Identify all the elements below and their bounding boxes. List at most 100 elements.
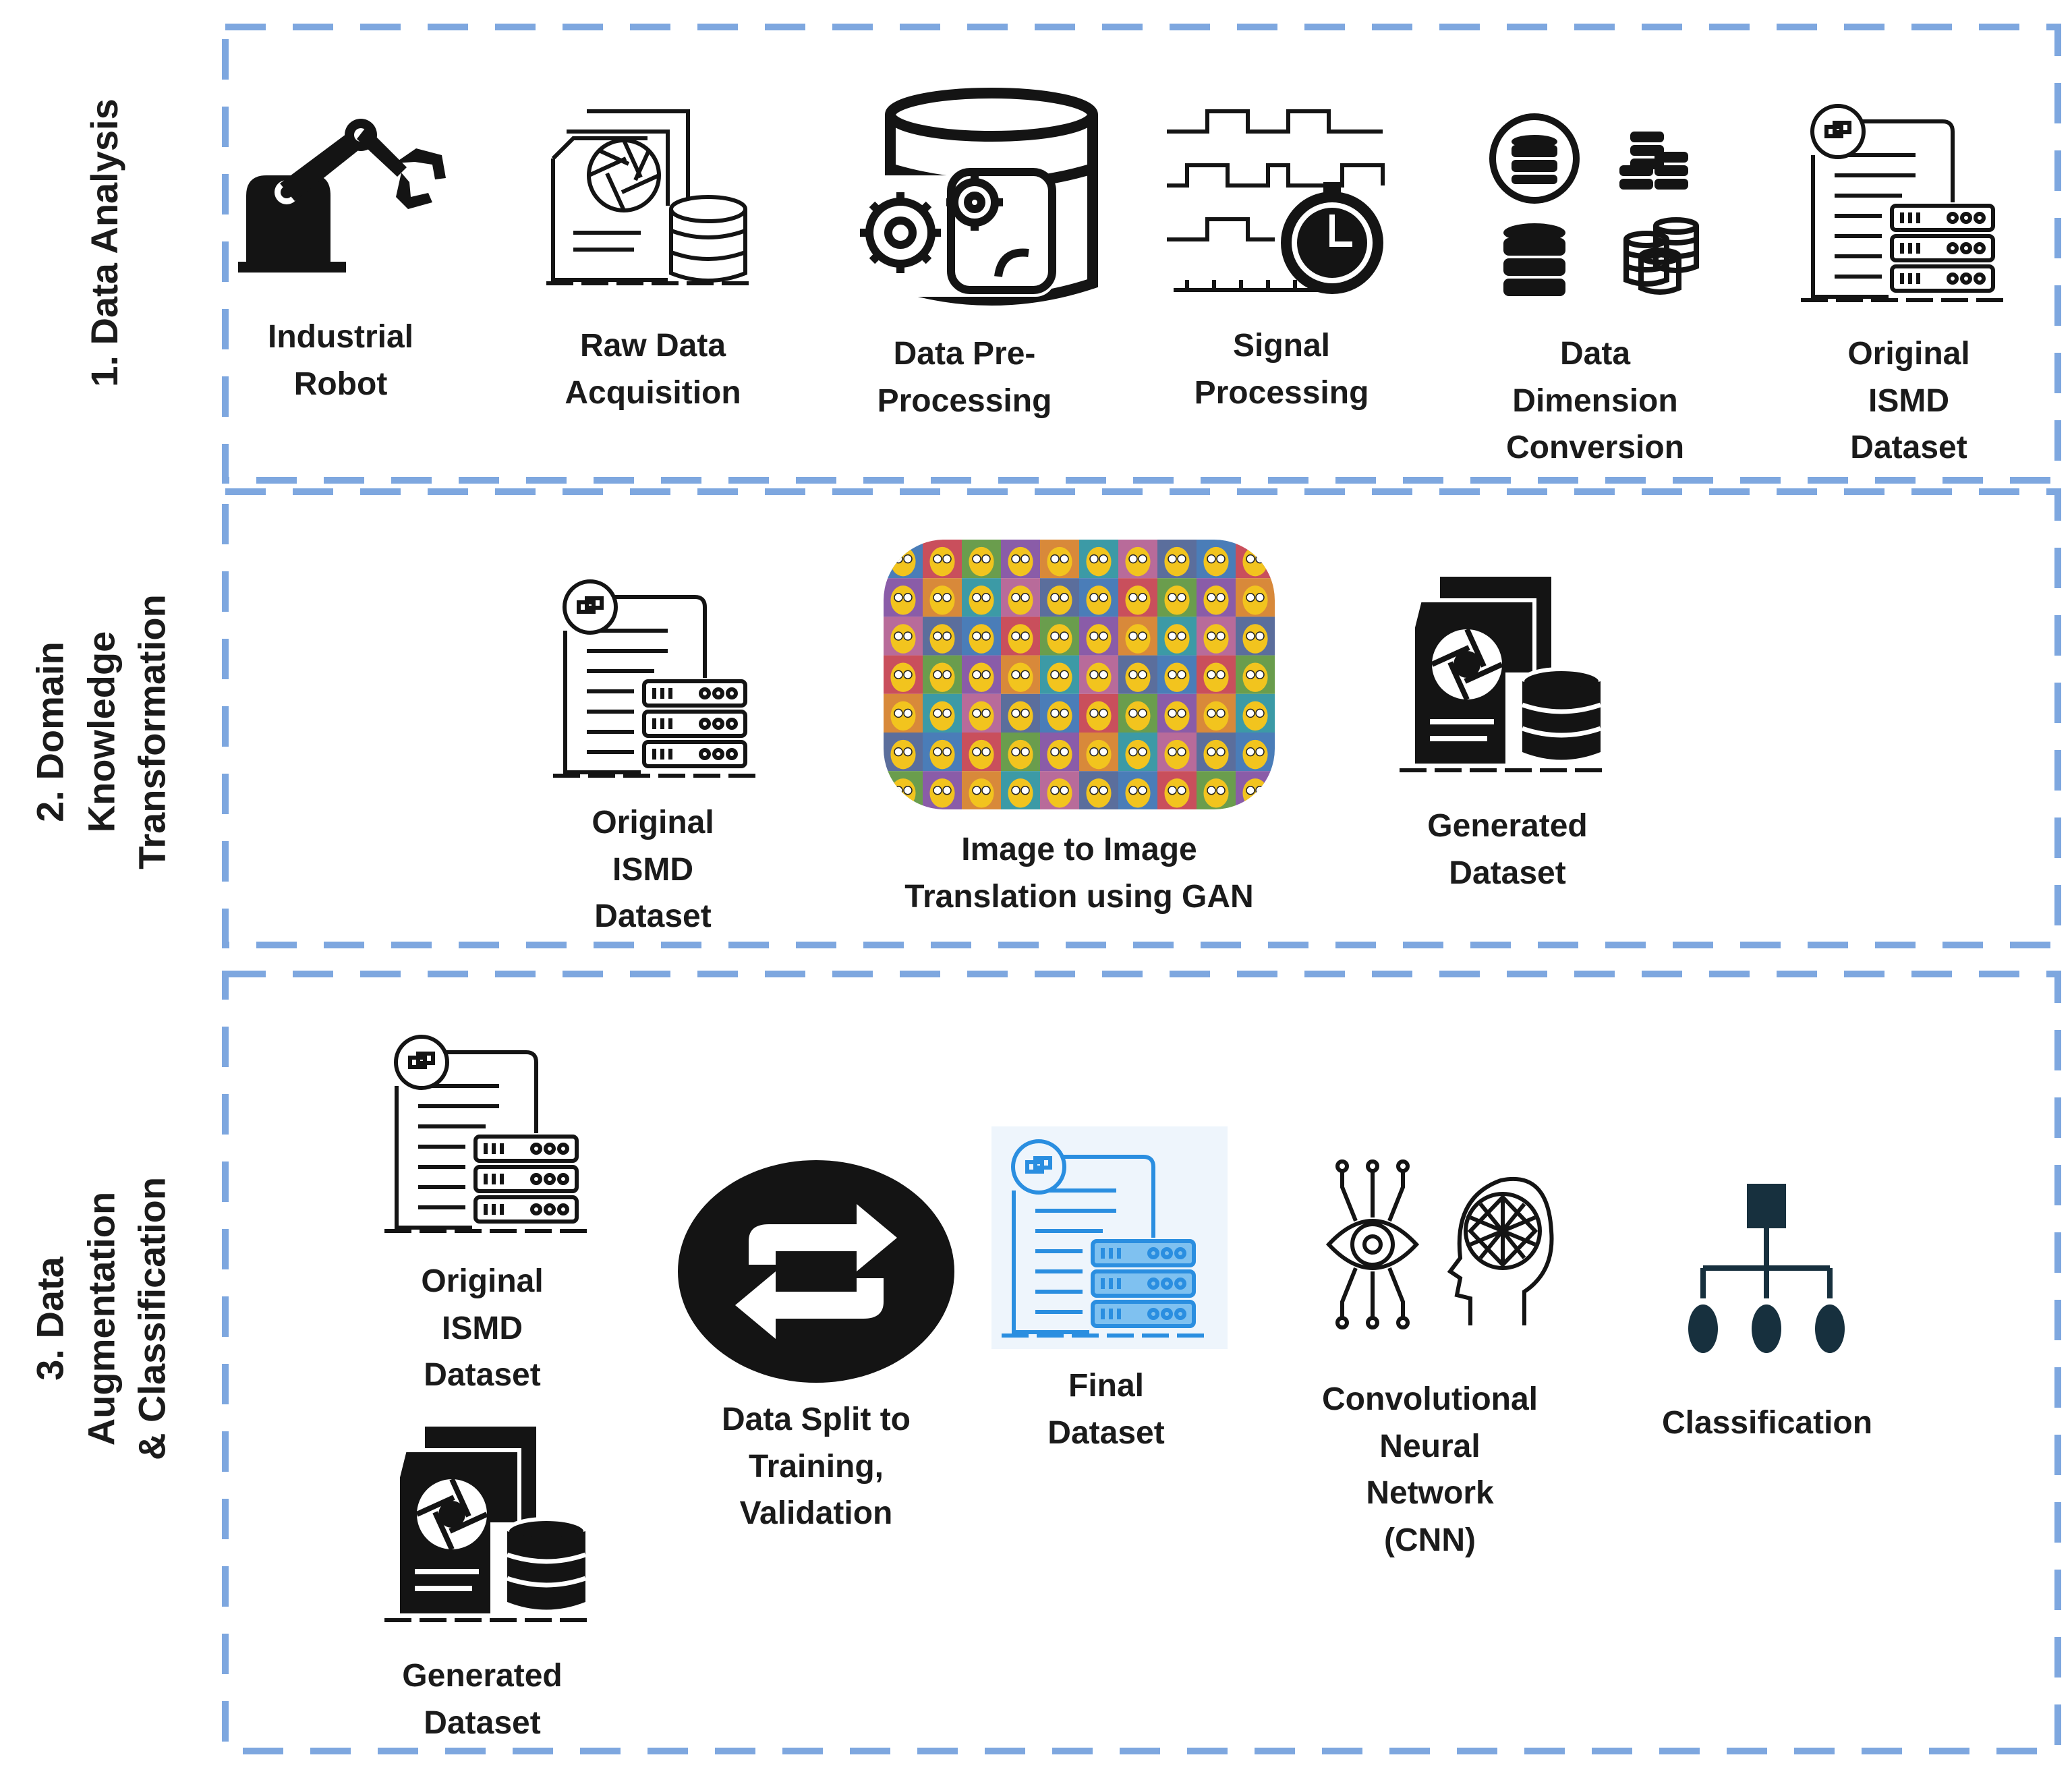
grid-eye	[1255, 593, 1265, 602]
dataset-server-icon	[1801, 104, 2010, 302]
grid-eye	[903, 786, 913, 795]
grid-eye	[894, 708, 903, 718]
grid-eye	[1060, 747, 1069, 757]
grid-eye	[1177, 670, 1186, 679]
grid-eye	[894, 593, 903, 602]
grid-eye	[1089, 554, 1099, 564]
grid-eye	[1099, 554, 1108, 564]
grid-face	[1125, 701, 1151, 731]
grid-eye	[1060, 786, 1069, 795]
grid-face	[1047, 624, 1072, 654]
grid-eye	[933, 631, 942, 641]
grid-face	[1086, 585, 1112, 615]
grid-eye	[894, 747, 903, 757]
grid-eye	[1060, 708, 1069, 718]
grid-eye	[1216, 593, 1226, 602]
grid-face	[1008, 739, 1033, 770]
grid-eye	[903, 708, 913, 718]
grid-eye	[1089, 670, 1099, 679]
grid-eye	[1177, 708, 1186, 718]
dashed-border	[222, 488, 2061, 948]
grid-face	[1047, 739, 1072, 770]
grid-eye	[1020, 747, 1030, 757]
grid-face	[1242, 739, 1268, 770]
grid-face	[969, 624, 994, 654]
grid-eye	[1050, 593, 1060, 602]
grid-eye	[1011, 708, 1020, 718]
grid-eye	[1177, 747, 1186, 757]
item-label: Image to Image Translation using GAN	[904, 832, 1254, 915]
grid-eye	[894, 554, 903, 564]
grid-eye	[933, 747, 942, 757]
grid-face	[1242, 624, 1268, 654]
grid-eye	[981, 708, 991, 718]
grid-eye	[1099, 593, 1108, 602]
grid-eye	[1246, 554, 1255, 564]
grid-face	[890, 662, 916, 692]
grid-eye	[1089, 708, 1099, 718]
grid-face	[1047, 585, 1072, 615]
grid-face	[1203, 624, 1229, 654]
grid-face	[1164, 701, 1190, 731]
grid-face	[1008, 585, 1033, 615]
grid-eye	[1011, 631, 1020, 641]
grid-face	[929, 585, 955, 615]
grid-eye	[1216, 554, 1226, 564]
grid-eye	[1246, 708, 1255, 718]
grid-face	[929, 662, 955, 692]
grid-eye	[1011, 554, 1020, 564]
grid-eye	[981, 786, 991, 795]
grid-face	[1242, 701, 1268, 731]
grid-eye	[1020, 786, 1030, 795]
grid-eye	[1216, 708, 1226, 718]
generated-dataset-icon	[1400, 577, 1609, 772]
grid-eye	[1255, 747, 1265, 757]
grid-eye	[972, 747, 981, 757]
grid-eye	[1020, 708, 1030, 718]
grid-face	[890, 585, 916, 615]
grid-face	[1164, 624, 1190, 654]
grid-eye	[1216, 631, 1226, 641]
grid-eye	[1050, 747, 1060, 757]
grid-eye	[1138, 631, 1147, 641]
grid-eye	[1099, 670, 1108, 679]
grid-face	[1242, 546, 1268, 577]
grid-eye	[1216, 786, 1226, 795]
grid-eye	[933, 593, 942, 602]
grid-face	[1125, 662, 1151, 692]
grid-face	[1242, 662, 1268, 692]
section-data-analysis	[222, 24, 2061, 484]
grid-eye	[1050, 786, 1060, 795]
grid-eye	[1207, 554, 1216, 564]
section-title: 1. Data Analysis	[83, 98, 126, 387]
grid-face	[969, 778, 994, 808]
grid-eye	[1207, 786, 1216, 795]
grid-face	[1008, 624, 1033, 654]
grid-eye	[1168, 554, 1177, 564]
grid-face	[1125, 546, 1151, 577]
grid-eye	[1138, 554, 1147, 564]
grid-eye	[1177, 786, 1186, 795]
grid-eye	[1168, 708, 1177, 718]
grid-face	[969, 546, 994, 577]
grid-eye	[1089, 593, 1099, 602]
grid-eye	[1138, 747, 1147, 757]
grid-eye	[981, 631, 991, 641]
grid-eye	[1138, 708, 1147, 718]
grid-face	[1086, 778, 1112, 808]
grid-face	[1008, 662, 1033, 692]
grid-face	[929, 546, 955, 577]
grid-eye	[1207, 708, 1216, 718]
grid-eye	[1177, 593, 1186, 602]
grid-face	[1047, 778, 1072, 808]
grid-eye	[1128, 631, 1138, 641]
grid-face	[1125, 739, 1151, 770]
grid-eye	[1011, 786, 1020, 795]
grid-eye	[933, 786, 942, 795]
signal-clock-icon	[1167, 109, 1385, 294]
grid-eye	[981, 554, 991, 564]
grid-face	[1047, 546, 1072, 577]
grid-eye	[1168, 786, 1177, 795]
grid-eye	[972, 708, 981, 718]
grid-eye	[1011, 593, 1020, 602]
